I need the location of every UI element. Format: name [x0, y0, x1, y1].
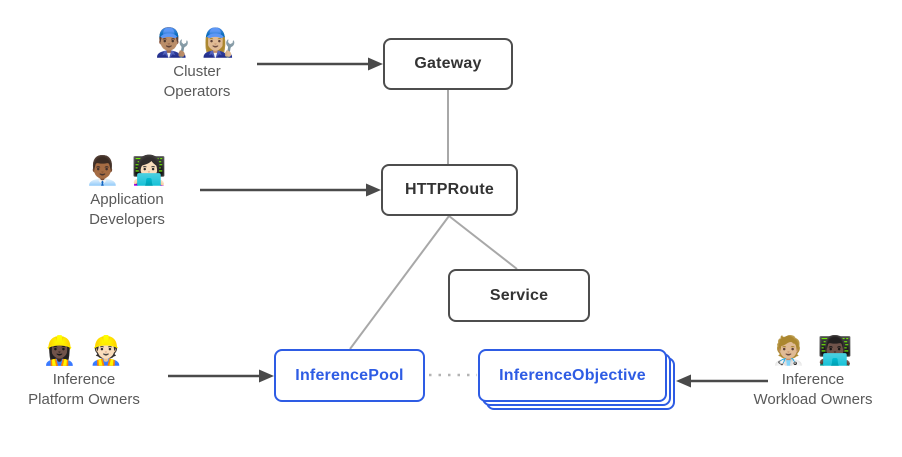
- actor-application-developers: 👨🏾‍💼 👩🏻‍💻 Application Developers: [42, 152, 212, 230]
- actor-inference-workload-owners: 🧑🏼‍⚕️ 👨🏿‍💻 Inference Workload Owners: [728, 332, 898, 410]
- service-node: Service: [448, 269, 590, 322]
- arrow-application-developers-to-httproute: [200, 183, 381, 197]
- httproute-node: HTTPRoute: [381, 164, 518, 216]
- inference-pool-node: InferencePool: [274, 349, 425, 402]
- arrow-platform-owners-to-inferencepool: [168, 369, 274, 383]
- inference-workload-owners-label-line1: Inference: [781, 371, 845, 388]
- application-developers-people-icon: 👨🏾‍💼 👩🏻‍💻: [85, 155, 169, 186]
- cluster-operators-label-line1: Cluster: [173, 63, 221, 80]
- inference-platform-owners-label-line2: Platform Owners: [28, 391, 140, 408]
- arrow-workload-owners-to-inferenceobjective: [676, 374, 768, 388]
- connector-httproute-inferencepool: [349, 215, 450, 350]
- actor-inference-platform-owners: 👷🏿‍♀️ 👷🏻 Inference Platform Owners: [0, 332, 169, 410]
- application-developers-label-line1: Application: [90, 191, 164, 208]
- inference-platform-owners-people-icon: 👷🏿‍♀️ 👷🏻: [42, 335, 126, 366]
- gateway-node-label: Gateway: [414, 55, 482, 72]
- httproute-node-label: HTTPRoute: [405, 181, 494, 198]
- application-developers-label-line2: Developers: [89, 211, 165, 228]
- cluster-operators-label-line2: Operators: [163, 83, 231, 100]
- connector-httproute-service: [448, 215, 518, 270]
- inference-objective-node: InferenceObjective: [478, 349, 667, 402]
- arrow-cluster-operators-to-gateway: [257, 57, 383, 71]
- inference-objective-node-label: InferenceObjective: [499, 366, 646, 384]
- service-node-label: Service: [489, 286, 549, 304]
- gateway-node: Gateway: [383, 38, 513, 90]
- actor-cluster-operators: 👨🏽‍🔧 👩🏼‍🔧 Cluster Operators: [112, 24, 282, 102]
- inference-platform-owners-label-line1: Inference: [52, 371, 116, 388]
- cluster-operators-people-icon: 👨🏽‍🔧 👩🏼‍🔧: [155, 27, 239, 58]
- inference-workload-owners-label-line2: Workload Owners: [753, 391, 873, 408]
- inference-pool-node-label: InferencePool: [295, 366, 404, 384]
- inference-workload-owners-people-icon: 🧑🏼‍⚕️ 👨🏿‍💻: [771, 335, 855, 366]
